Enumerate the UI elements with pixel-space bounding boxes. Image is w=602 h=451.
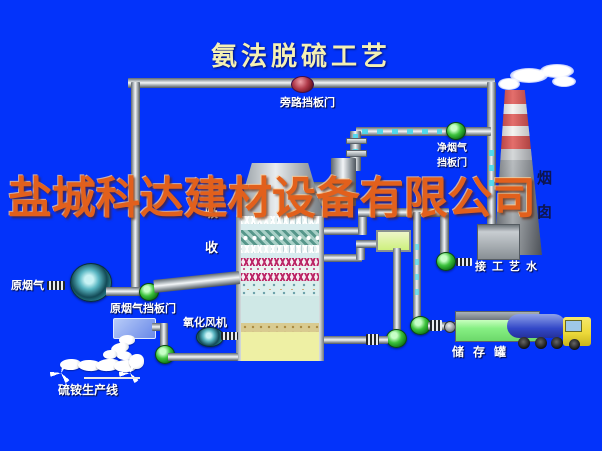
absorber-tower bbox=[236, 216, 324, 361]
tower-gap-2 bbox=[241, 253, 319, 258]
clean-gas-damper-valve[interactable] bbox=[446, 122, 466, 140]
tower-bottom-fitting bbox=[366, 334, 379, 345]
truck-cab-window bbox=[565, 320, 582, 332]
product-cascade-blob bbox=[119, 335, 135, 345]
storage-tank-feed-pipe bbox=[428, 322, 456, 330]
smoke-puff-2 bbox=[510, 68, 548, 83]
crystallizer-box bbox=[113, 318, 156, 339]
bypass-damper-label: 旁路挡板门 bbox=[280, 97, 335, 109]
tower-nozzle-pipe-2 bbox=[324, 254, 362, 262]
riser-flange-lower bbox=[346, 150, 367, 157]
process-water-fitting bbox=[456, 258, 472, 266]
spray-drizzle bbox=[241, 266, 319, 273]
demister-layer-2 bbox=[241, 245, 319, 253]
tanker-truck bbox=[507, 312, 593, 352]
watermark: 盐城科达建材设备有限公司 bbox=[8, 174, 536, 223]
truck-wheel-1 bbox=[518, 337, 530, 349]
flow-marks-storage-riser bbox=[415, 244, 419, 296]
crystallizer-outlet-pipe bbox=[152, 323, 166, 331]
tower-nozzle-pipe-1 bbox=[324, 227, 366, 235]
smoke-puff-1 bbox=[498, 78, 520, 90]
chimney-pedestal bbox=[477, 224, 520, 260]
slurry-pool bbox=[241, 332, 319, 361]
spray-bank-1 bbox=[241, 258, 319, 266]
page-title: 氨法脱硫工艺 bbox=[210, 42, 391, 71]
chimney-label: 烟 囱 bbox=[537, 167, 552, 222]
discharge-elbow bbox=[160, 323, 168, 349]
truck-tank bbox=[507, 314, 566, 338]
raw-gas-label: 原烟气 bbox=[11, 280, 44, 292]
conveyor-line bbox=[84, 377, 140, 379]
booster-fan[interactable] bbox=[70, 263, 112, 302]
conveyor-wheel-left bbox=[50, 362, 72, 384]
slurry-liquid bbox=[241, 296, 319, 323]
demister-layer-1 bbox=[241, 216, 319, 224]
truck-wheel-2 bbox=[535, 337, 547, 349]
sediment-band bbox=[241, 323, 319, 332]
process-water-riser bbox=[440, 212, 449, 258]
tower-gap-1 bbox=[241, 224, 319, 230]
smoke-puff-4 bbox=[552, 76, 576, 87]
clean-gas-damper-label-line1: 净烟气 bbox=[437, 143, 467, 154]
oxidation-fan-outlet bbox=[221, 332, 238, 340]
tower-bottom-outlet-pipe bbox=[324, 336, 388, 344]
flow-marks-clean-gas bbox=[362, 129, 442, 134]
oxidation-fan-label: 氧化风机 bbox=[183, 317, 227, 329]
process-water-valve[interactable] bbox=[436, 252, 456, 271]
truck-wheel-4 bbox=[569, 339, 580, 350]
tower-discharge-pipe bbox=[168, 353, 238, 361]
riser-flange-upper bbox=[346, 138, 367, 144]
storage-tank-top bbox=[456, 312, 539, 320]
oxidation-fan[interactable] bbox=[196, 327, 224, 347]
truck-wheel-3 bbox=[551, 337, 563, 349]
absorber-label-char2: 收 bbox=[205, 240, 219, 255]
clean-gas-damper-label: 净烟气 挡板门 bbox=[437, 139, 467, 169]
slurry-tank-outlet-pipe bbox=[393, 248, 401, 332]
clean-gas-damper-label-line2: 挡板门 bbox=[437, 158, 467, 169]
slurry-tank-feed-pipe bbox=[356, 240, 380, 248]
production-line-label: 硫铵生产线 bbox=[58, 383, 119, 397]
flow-marks-riser bbox=[353, 134, 358, 164]
smoke-puff-3 bbox=[540, 64, 574, 78]
slurry-tank-elbow bbox=[356, 240, 365, 260]
water-line-elbow-left bbox=[358, 212, 367, 235]
process-water-label: 接工艺水 bbox=[475, 261, 543, 273]
bypass-left-downpipe bbox=[131, 82, 140, 294]
absorber-tower-top bbox=[236, 163, 324, 217]
raw-gas-inlet-fitting bbox=[47, 281, 65, 290]
storage-tank-label: 储存罐 bbox=[452, 345, 516, 359]
chimney-label-char1: 烟 bbox=[537, 170, 553, 187]
booster-fan-outlet-pipe bbox=[106, 287, 150, 296]
storage-feed-fitting bbox=[430, 320, 442, 331]
raw-gas-inlet-duct bbox=[153, 271, 241, 293]
bypass-damper-valve[interactable] bbox=[291, 76, 314, 93]
raw-gas-damper-label: 原烟气挡板门 bbox=[110, 303, 176, 315]
absorber-label-char1: 吸 bbox=[205, 205, 219, 220]
chimney-label-char2: 囱 bbox=[537, 204, 553, 221]
conveyor-wheel-right bbox=[119, 362, 141, 384]
process-water-pipe bbox=[358, 208, 449, 217]
conveyor-product-blob bbox=[60, 359, 81, 370]
droplet-zone bbox=[241, 281, 319, 296]
circulation-pump-1[interactable] bbox=[386, 329, 407, 348]
absorber-label: 吸 收 bbox=[205, 202, 218, 256]
spray-bank-2 bbox=[241, 273, 319, 281]
flow-marks-chimney-pipe bbox=[489, 150, 494, 188]
product-cascade-blob bbox=[103, 350, 117, 359]
packing-layer bbox=[241, 230, 319, 245]
